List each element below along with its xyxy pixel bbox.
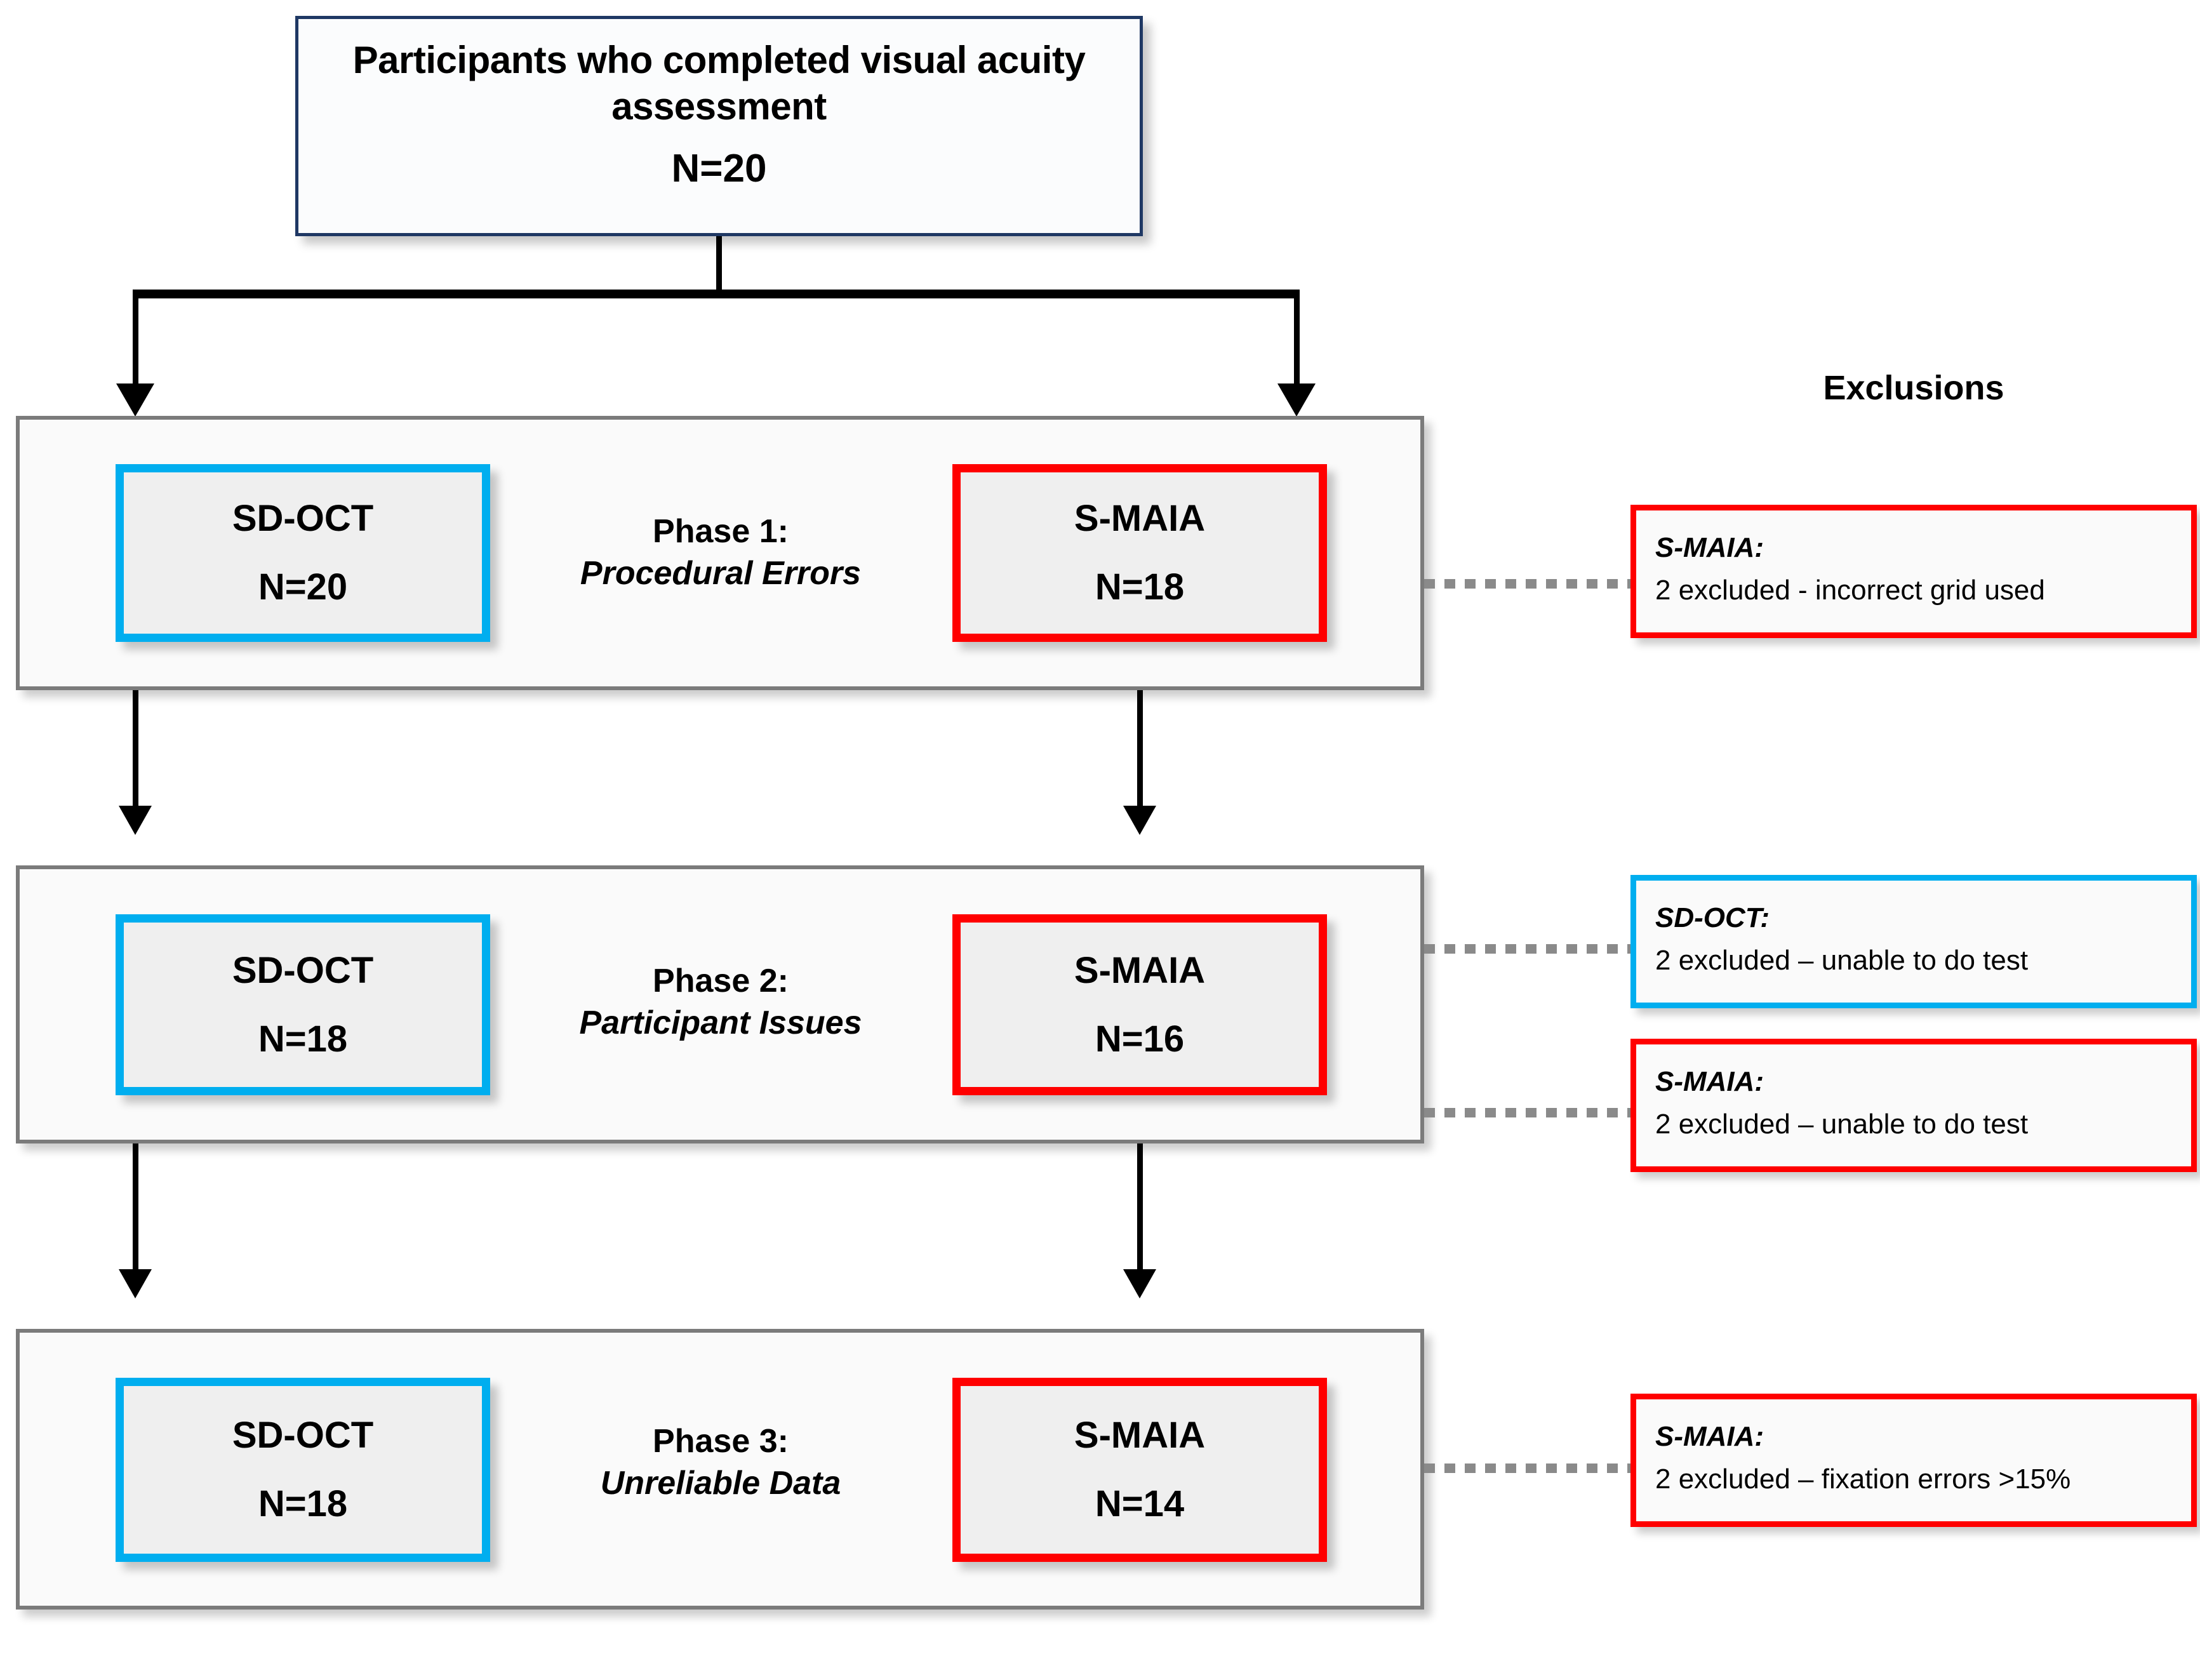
- phase-title: Phase 3:: [653, 1423, 789, 1460]
- node-label: S-MAIA: [1074, 949, 1206, 991]
- phase-1-label: Phase 1: Procedural Errors: [498, 511, 943, 594]
- phase-2-label: Phase 2: Participant Issues: [498, 961, 943, 1044]
- node-s-maia-phase3: S-MAIA N=14: [952, 1378, 1327, 1562]
- dashed-link-exclusion-1: [1424, 579, 1630, 589]
- node-label: S-MAIA: [1074, 498, 1206, 540]
- phase-3-label: Phase 3: Unreliable Data: [498, 1421, 943, 1504]
- node-label: SD-OCT: [232, 498, 374, 540]
- connector-sd-oct-p2-p3: [133, 1143, 138, 1269]
- dashed-link-exclusion-2: [1424, 944, 1630, 954]
- top-node-line2: assessment: [611, 85, 827, 128]
- exclusion-text: 2 excluded – unable to do test: [1655, 1108, 2029, 1140]
- exclusions-heading: Exclusions: [1823, 369, 2004, 407]
- connector-s-maia-p1-p2: [1137, 690, 1143, 806]
- node-s-maia-phase2: S-MAIA N=16: [952, 914, 1327, 1095]
- node-sd-oct-phase3: SD-OCT N=18: [116, 1378, 490, 1562]
- top-node-count: N=20: [671, 147, 767, 191]
- phase-subtitle: Participant Issues: [579, 1004, 862, 1041]
- arrowhead-to-sd-oct-phase3: [119, 1269, 152, 1298]
- node-label: SD-OCT: [232, 949, 374, 991]
- node-count: N=20: [258, 566, 348, 608]
- connector-split-bar: [133, 290, 1300, 298]
- dashed-link-exclusion-3: [1424, 1108, 1630, 1117]
- top-node-participants: Participants who completed visual acuity…: [295, 16, 1143, 236]
- exclusion-who: SD-OCT:: [1655, 902, 1770, 933]
- node-count: N=18: [1095, 566, 1185, 608]
- exclusion-who: S-MAIA:: [1655, 1421, 1764, 1452]
- exclusion-box-3: S-MAIA: 2 excluded – unable to do test: [1630, 1039, 2197, 1172]
- phase-subtitle: Unreliable Data: [600, 1464, 841, 1502]
- node-count: N=14: [1095, 1483, 1185, 1524]
- exclusion-who: S-MAIA:: [1655, 532, 1764, 563]
- node-count: N=16: [1095, 1018, 1185, 1060]
- arrowhead-to-sd-oct-phase1: [116, 383, 154, 417]
- arrowhead-to-sd-oct-phase2: [119, 806, 152, 835]
- node-label: S-MAIA: [1074, 1415, 1206, 1457]
- node-count: N=18: [258, 1483, 348, 1524]
- connector-left-drop: [133, 290, 138, 383]
- arrowhead-to-s-maia-phase3: [1123, 1269, 1156, 1298]
- node-sd-oct-phase2: SD-OCT N=18: [116, 914, 490, 1095]
- phase-title: Phase 1:: [653, 513, 789, 550]
- exclusion-text: 2 excluded – unable to do test: [1655, 944, 2029, 976]
- arrowhead-to-s-maia-phase2: [1123, 806, 1156, 835]
- exclusion-who: S-MAIA:: [1655, 1066, 1764, 1097]
- exclusion-box-2: SD-OCT: 2 excluded – unable to do test: [1630, 875, 2197, 1008]
- node-sd-oct-phase1: SD-OCT N=20: [116, 464, 490, 642]
- exclusion-box-4: S-MAIA: 2 excluded – fixation errors >15…: [1630, 1394, 2197, 1527]
- connector-right-drop: [1294, 290, 1300, 383]
- top-node-line1: Participants who completed visual acuity: [352, 39, 1086, 81]
- phase-subtitle: Procedural Errors: [580, 554, 862, 592]
- exclusion-text: 2 excluded – fixation errors >15%: [1655, 1463, 2071, 1495]
- node-count: N=18: [258, 1018, 348, 1060]
- exclusion-box-1: S-MAIA: 2 excluded - incorrect grid used: [1630, 505, 2197, 638]
- phase-title: Phase 2:: [653, 963, 789, 999]
- node-s-maia-phase1: S-MAIA N=18: [952, 464, 1327, 642]
- connector-top-stem: [716, 236, 722, 290]
- connector-sd-oct-p1-p2: [133, 690, 138, 806]
- dashed-link-exclusion-4: [1424, 1463, 1630, 1473]
- arrowhead-to-s-maia-phase1: [1277, 383, 1316, 417]
- connector-s-maia-p2-p3: [1137, 1143, 1143, 1269]
- exclusion-text: 2 excluded - incorrect grid used: [1655, 574, 2045, 606]
- node-label: SD-OCT: [232, 1415, 374, 1457]
